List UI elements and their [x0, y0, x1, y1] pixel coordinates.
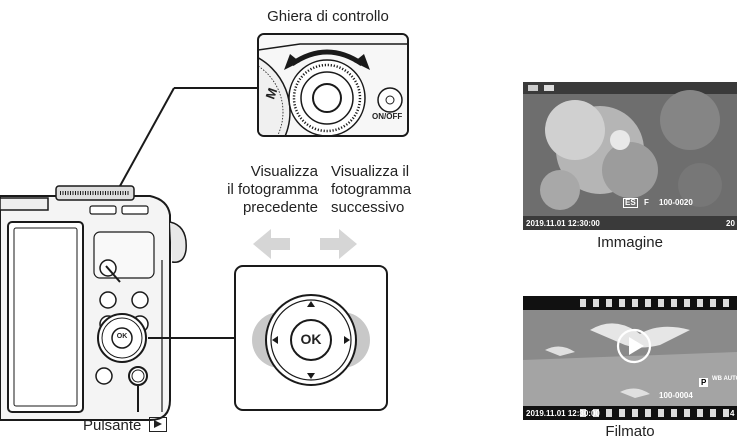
photo-file-number: 100-0020: [659, 198, 693, 207]
photo-preview: [523, 82, 737, 230]
film-sprockets: [580, 299, 729, 417]
sprocket-hole: [632, 299, 638, 307]
sprocket-hole: [606, 409, 612, 417]
camera-body: [0, 185, 187, 421]
arrow-pad-magnified: [234, 265, 388, 411]
sprocket-hole: [645, 409, 651, 417]
rotate-right-arrow-icon: [354, 54, 370, 70]
onoff-label: ON/OFF: [372, 112, 403, 121]
movie-file-number: 100-0004: [659, 391, 693, 400]
sprocket-hole: [606, 299, 612, 307]
movie-scene: [523, 323, 737, 406]
play-button-label: Pulsante: [83, 417, 167, 435]
sprocket-hole: [632, 409, 638, 417]
movie-caption: Filmato: [605, 423, 655, 440]
sprocket-hole: [619, 409, 625, 417]
sprocket-hole: [723, 299, 729, 307]
left-arrow-icon: [253, 229, 290, 259]
movie-frame-count: 4: [730, 409, 735, 418]
ok-button[interactable]: OK: [300, 331, 322, 347]
movie-wb-badge: WB AUTO: [712, 376, 740, 382]
rotate-left-arrow-icon: [284, 54, 300, 70]
sprocket-hole: [658, 409, 664, 417]
movie-mode-badge: P: [699, 378, 709, 387]
sprocket-hole: [697, 409, 703, 417]
sprocket-hole: [723, 409, 729, 417]
sprocket-hole: [684, 299, 690, 307]
sprocket-hole: [580, 409, 586, 417]
sprocket-hole: [697, 299, 703, 307]
photo-caption: Immagine: [597, 234, 663, 251]
photo-frame-count: 20: [726, 219, 735, 228]
photo-size-badge: ES: [623, 198, 638, 208]
sprocket-hole: [710, 409, 716, 417]
photo-quality-badge: F: [644, 198, 649, 207]
play-icon: [616, 328, 652, 364]
camera-ok-label: OK: [116, 333, 128, 340]
sprocket-hole: [619, 299, 625, 307]
sprocket-hole: [671, 299, 677, 307]
sprocket-hole: [593, 409, 599, 417]
dial-callout-box: [257, 33, 409, 137]
photo-timestamp: 2019.11.01 12:30:00: [526, 219, 600, 228]
dial-title: Ghiera di controllo: [267, 8, 389, 25]
sprocket-hole: [645, 299, 651, 307]
sprocket-hole: [580, 299, 586, 307]
play-box-icon: [148, 417, 167, 432]
right-arrow-icon: [320, 229, 357, 259]
movie-timestamp: 2019.11.01 12:30:00: [526, 409, 600, 418]
sprocket-hole: [710, 299, 716, 307]
sprocket-hole: [658, 299, 664, 307]
sprocket-hole: [593, 299, 599, 307]
sprocket-hole: [684, 409, 690, 417]
sprocket-hole: [671, 409, 677, 417]
